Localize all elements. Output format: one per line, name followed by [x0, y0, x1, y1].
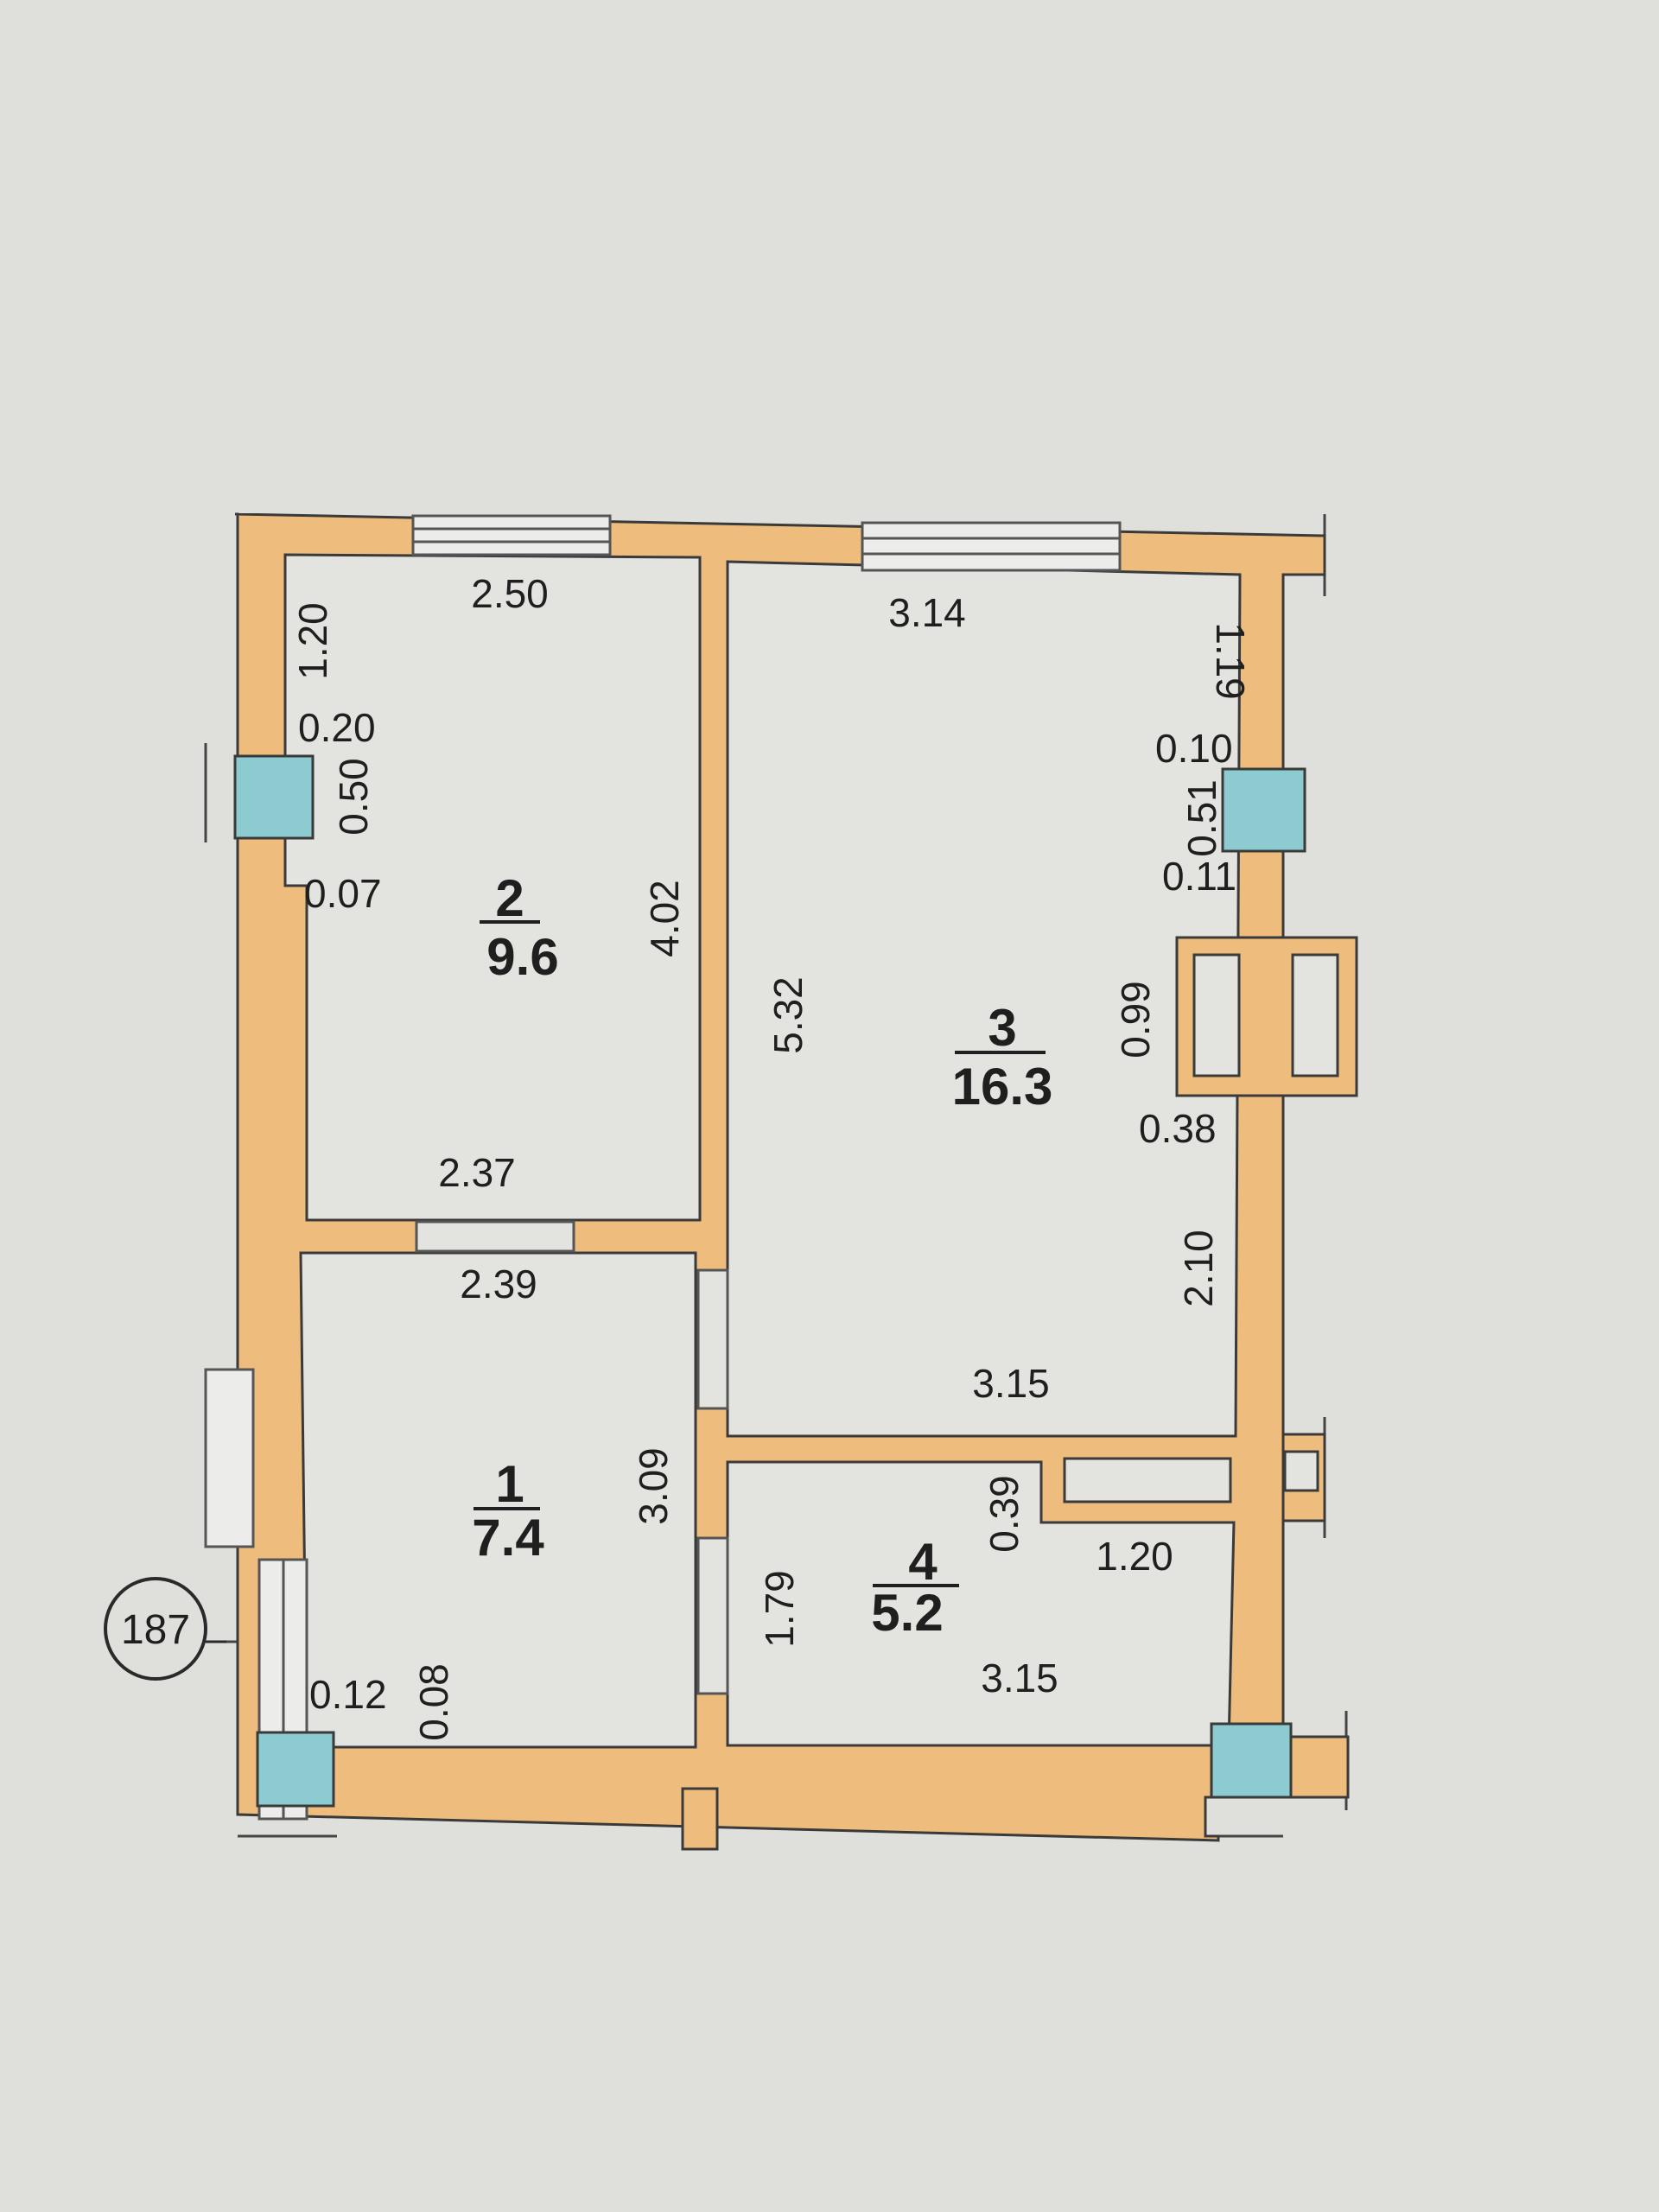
dim-r1-right: 3.09	[631, 1447, 676, 1525]
dim-r3-right-a: 0.10	[1155, 726, 1233, 771]
room-3-number: 3	[988, 999, 1016, 1057]
dim-r4-left: 1.79	[757, 1570, 802, 1648]
door-openings	[415, 1220, 729, 1695]
window-room-3	[861, 521, 1122, 572]
door-room-3	[696, 1268, 729, 1410]
dim-r3-bottom: 3.15	[972, 1361, 1050, 1406]
columns	[233, 754, 1306, 1808]
dim-r2-right: 4.02	[642, 880, 687, 957]
door-room-2	[415, 1220, 575, 1253]
dim-r4-niche-h: 0.39	[982, 1475, 1027, 1553]
dim-r3-right-c: 0.11	[1162, 854, 1236, 899]
dim-r4-bottom: 3.15	[981, 1656, 1058, 1700]
dim-r1-left-b: 0.08	[411, 1663, 456, 1741]
dimension-labels: 2.50 1.20 0.20 0.50 0.07 4.02 2.37 3.14 …	[290, 571, 1253, 1741]
apartment-number-circle	[104, 1577, 207, 1681]
rooms	[283, 553, 1242, 1749]
niche-right	[1283, 1450, 1319, 1492]
room-4-area: 5.2	[871, 1584, 943, 1642]
vent-shaft-left	[1192, 953, 1241, 1077]
column-right-upper	[1221, 767, 1306, 853]
apartment-number: 187	[121, 1607, 190, 1653]
room-2-area: 9.6	[486, 928, 558, 986]
vent-shaft-right	[1291, 953, 1339, 1077]
dim-r3-shaft-gap: 0.38	[1139, 1106, 1217, 1151]
column-left-upper	[233, 754, 315, 840]
dim-r3-right-upper: 1.19	[1208, 622, 1253, 700]
dim-r2-left-upper: 1.20	[290, 602, 335, 680]
dim-r3-left: 5.32	[766, 976, 810, 1054]
room-3-area: 16.3	[952, 1058, 1053, 1116]
column-left-lower	[256, 1731, 335, 1808]
room-2-floor	[283, 553, 702, 1222]
dim-r3-right-lower: 2.10	[1176, 1230, 1221, 1307]
room-4-number: 4	[908, 1533, 938, 1591]
vent-shaft	[1175, 936, 1358, 1097]
wall-stub-right-bottom	[1281, 1735, 1350, 1799]
apartment-number-marker: 187	[104, 1577, 226, 1681]
dim-r3-right-b: 0.51	[1179, 779, 1224, 857]
dim-r1-left-a: 0.12	[309, 1672, 387, 1717]
dim-r3-top: 3.14	[888, 590, 966, 635]
dim-r2-bottom: 2.37	[438, 1150, 516, 1195]
room-1-number: 1	[495, 1455, 524, 1513]
window-room-1-external	[204, 1368, 255, 1548]
dim-r2-left-b: 0.50	[331, 758, 376, 836]
room-2-number: 2	[495, 869, 524, 927]
window-room-2	[411, 514, 612, 556]
niche-room-4	[1063, 1457, 1232, 1503]
dim-r4-niche-w: 1.20	[1096, 1534, 1173, 1579]
dim-r3-shaft: 0.99	[1113, 981, 1158, 1058]
dim-r2-left-c: 0.07	[304, 871, 382, 916]
door-room-4	[696, 1536, 729, 1695]
room-1-area: 7.4	[472, 1509, 544, 1567]
wall-stub-bottom	[681, 1787, 719, 1851]
room-4-floor	[726, 1460, 1236, 1747]
dim-r2-left-a: 0.20	[298, 705, 376, 750]
room-labels: 2 9.6 3 16.3 1 7.4 4 5.2	[472, 869, 1052, 1642]
dim-r1-top: 2.39	[460, 1262, 537, 1306]
dim-r2-top: 2.50	[471, 571, 549, 616]
column-right-lower	[1210, 1722, 1293, 1799]
